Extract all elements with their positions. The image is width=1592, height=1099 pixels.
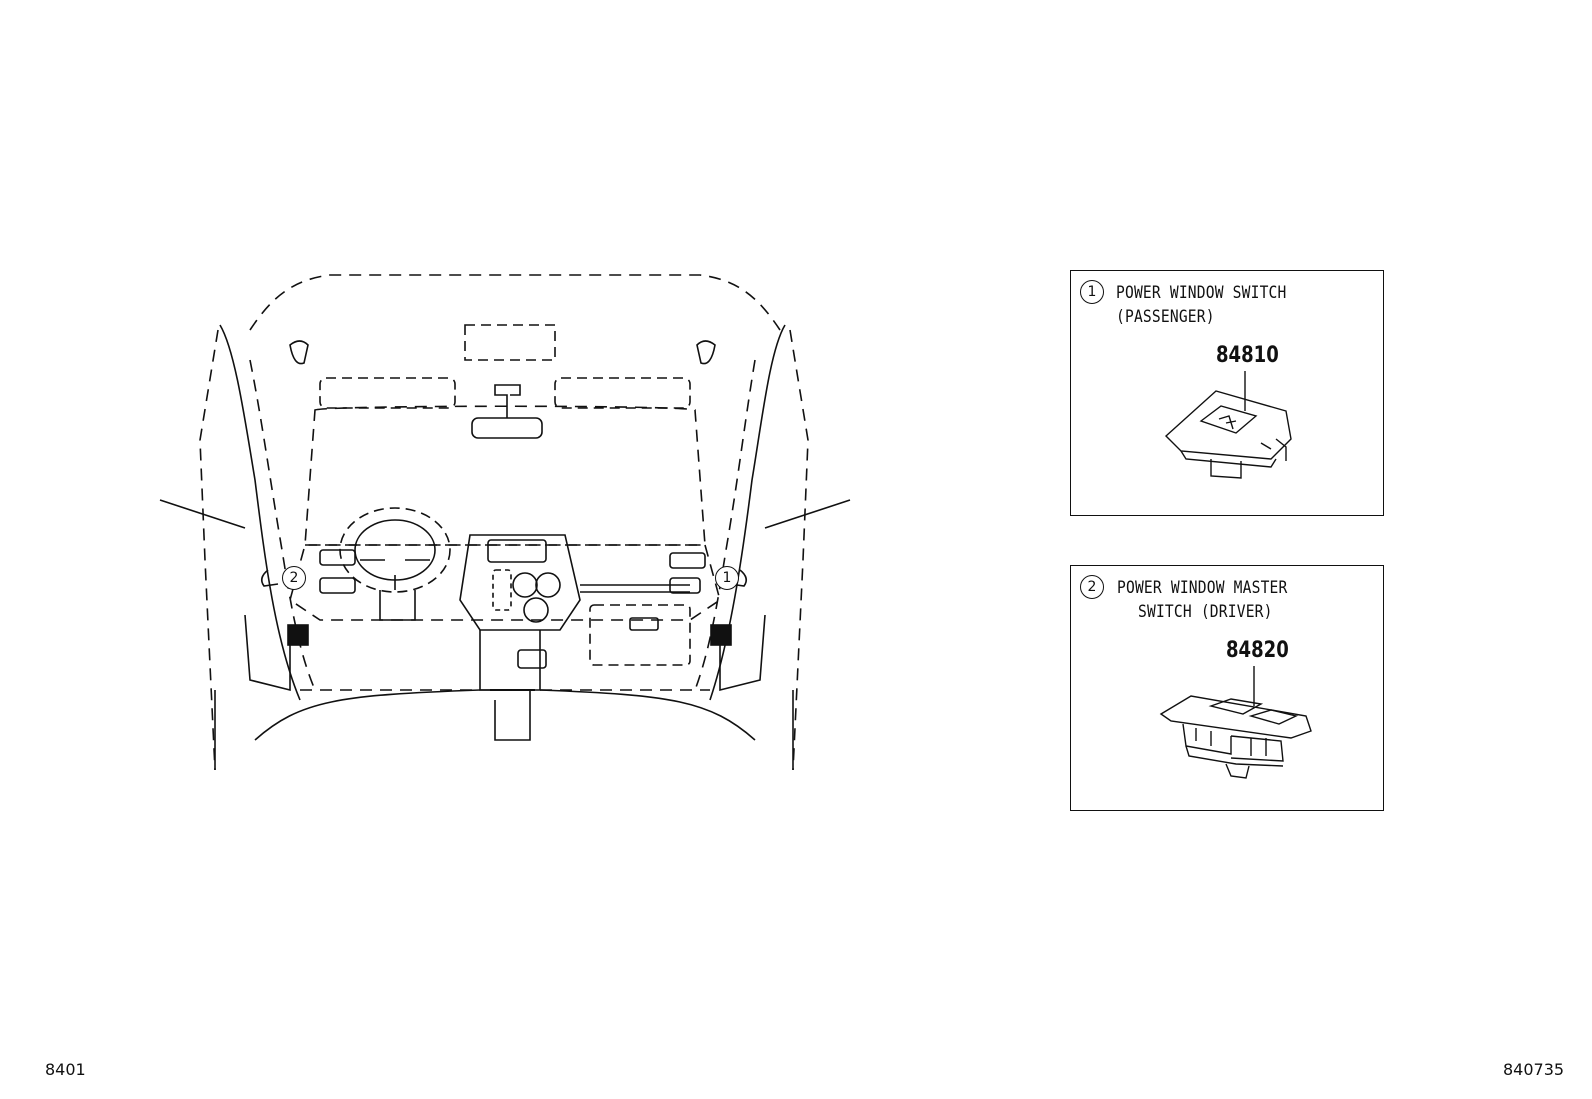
right-sun-visor [554,377,691,409]
gear-shifter [492,569,512,611]
switch-location-driver [287,624,309,646]
footer-right-code: 840735 [1503,1060,1565,1079]
master-switch-icon [1159,666,1312,779]
passenger-switch-icon [1164,371,1292,479]
callout-passenger-switch: 1 [715,566,739,590]
right-body-line [789,329,809,771]
panel-title-line2: SWITCH (DRIVER) [1138,602,1273,622]
left-body-line [199,329,219,771]
part-number-label: 84810 [1216,343,1279,368]
roof-outline [249,274,781,331]
panel-title-line1: POWER WINDOW MASTER [1117,578,1288,598]
center-stack [459,534,581,631]
part-number-label: 84820 [1226,638,1289,663]
dashboard-top [289,544,721,621]
panel-title-line1: POWER WINDOW SWITCH [1116,283,1287,303]
panel-badge: 1 [1080,280,1104,304]
rear-view-mirror [471,417,543,439]
part-panel-passenger-switch: 1 POWER WINDOW SWITCH (PASSENGER) 84810 [1070,270,1384,516]
switch-location-passenger [710,624,732,646]
panel-title-line2: (PASSENGER) [1116,307,1215,327]
callout-driver-switch: 2 [282,566,306,590]
left-a-pillar [219,324,301,701]
windshield [304,405,706,546]
panel-badge: 2 [1080,575,1104,599]
left-sun-visor [319,377,456,409]
overhead-console [464,324,556,361]
glove-box [589,604,691,666]
right-a-pillar-inner [694,359,756,691]
part-panel-master-switch: 2 POWER WINDOW MASTER SWITCH (DRIVER) 84… [1070,565,1384,811]
footer-left-code: 8401 [45,1060,86,1079]
center-console [479,630,541,691]
